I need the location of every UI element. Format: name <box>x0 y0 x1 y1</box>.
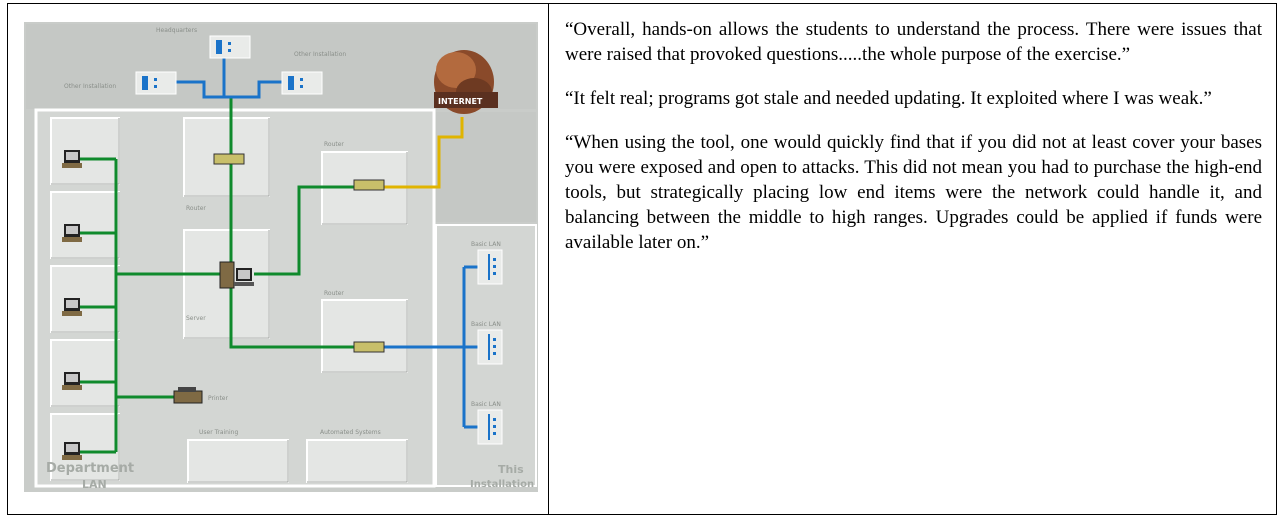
column-divider <box>548 4 549 514</box>
other-installation-right-label: Other Installation <box>294 51 346 58</box>
department-label: Department <box>46 461 134 476</box>
network-diagram: Headquarters Other Installation Other In… <box>24 22 538 492</box>
remote-lan-icons: Headquarters Other Installation Other In… <box>64 27 346 95</box>
quote-3: “When using the tool, one would quickly … <box>565 132 1262 253</box>
router-icons <box>213 153 385 353</box>
printer-label: Printer <box>208 395 228 402</box>
this-label: This <box>498 463 524 476</box>
quotes-cell: “Overall, hands-on allows the students t… <box>549 4 1276 514</box>
headquarters-label: Headquarters <box>156 27 197 34</box>
installation-label: Installation <box>470 479 534 490</box>
content-table: Headquarters Other Installation Other In… <box>7 3 1277 515</box>
user-training-label: User Training <box>199 429 238 436</box>
automated-systems-label: Automated Systems <box>320 429 381 436</box>
basic-lan-2-label: Basic LAN <box>471 321 501 328</box>
lan-label: LAN <box>82 478 107 491</box>
quote-1: “Overall, hands-on allows the students t… <box>565 19 1262 65</box>
workstation-icons <box>62 150 82 460</box>
quote-2: “It felt real; programs got stale and ne… <box>565 88 1212 109</box>
basic-lan-1-label: Basic LAN <box>471 241 501 248</box>
internet-cloud-icon: INTERNET <box>434 50 498 114</box>
basic-lan-3-label: Basic LAN <box>471 401 501 408</box>
other-installation-left-label: Other Installation <box>64 83 116 90</box>
router-top-label: Router <box>324 141 344 148</box>
server-icon <box>219 261 254 289</box>
printer-icon <box>173 387 203 404</box>
server-label: Server <box>186 315 206 322</box>
basic-lan-icons <box>477 249 503 445</box>
diagram-cell: Headquarters Other Installation Other In… <box>8 4 548 514</box>
router-left-label: Router <box>186 205 206 212</box>
router-bottom-label: Router <box>324 290 344 297</box>
internet-label: INTERNET <box>438 97 483 106</box>
